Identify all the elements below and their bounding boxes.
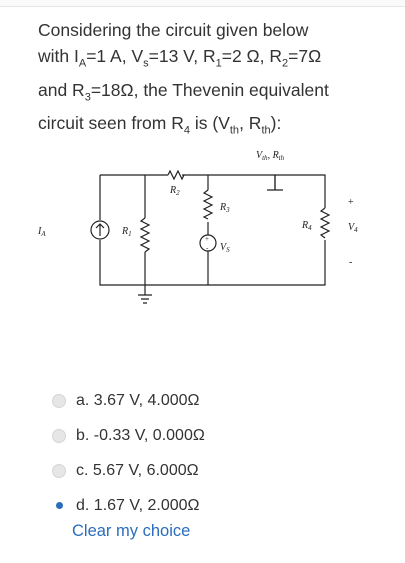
- q-l2-sub-s: s: [143, 57, 149, 70]
- r1-resistor: [139, 217, 151, 253]
- top-divider: [0, 0, 405, 7]
- clear-choice-link[interactable]: Clear my choice: [72, 522, 191, 540]
- v4-minus: -: [349, 257, 352, 268]
- q-l4-c: , R: [239, 113, 262, 133]
- vth-arrow: [267, 175, 283, 191]
- vs-label: VS: [220, 242, 230, 254]
- option-a[interactable]: a. 3.67 V, 4.000Ω: [50, 383, 350, 418]
- q-l3-sub-3: 3: [84, 91, 91, 103]
- left-loop: [99, 175, 210, 286]
- q-l4-a: circuit seen from R: [38, 113, 184, 133]
- r4-label: R4: [301, 220, 312, 232]
- vth-label: Vth, Rth: [256, 150, 285, 162]
- question-line-1: Considering the circuit given below: [38, 17, 373, 43]
- r4-right-wire: [210, 174, 326, 286]
- option-b[interactable]: b. -0.33 V, 0.000Ω: [50, 418, 350, 453]
- q-l3-a: and R: [38, 79, 85, 100]
- option-b-label[interactable]: b. -0.33 V, 0.000Ω: [76, 426, 205, 444]
- option-d-radio[interactable]: [52, 498, 66, 513]
- q-l2-c: =13 V, R: [148, 46, 216, 66]
- ia-source: [90, 220, 110, 240]
- q-l2-sub-a: A: [78, 57, 87, 70]
- question-text: Considering the circuit given below with…: [38, 17, 373, 144]
- q-l4-sub-4: 4: [183, 124, 190, 137]
- r1-label: R1: [121, 226, 132, 238]
- q-l4-sub-th: th: [229, 124, 240, 137]
- ia-arrow: [95, 223, 105, 236]
- q-l2-sub-2: 2: [282, 57, 289, 70]
- q-l2-b: =1 A, V: [86, 46, 144, 66]
- r2-label: R2: [169, 185, 180, 197]
- ground-symbol: [138, 294, 152, 304]
- option-c-label[interactable]: c. 5.67 V, 6.000Ω: [76, 461, 199, 479]
- option-d[interactable]: d. 1.67 V, 2.000Ω: [50, 488, 350, 523]
- option-a-label[interactable]: a. 3.67 V, 4.000Ω: [76, 391, 200, 409]
- q-l4-d: ):: [270, 113, 282, 133]
- q-l2-a: with I: [38, 46, 79, 66]
- q-l4-sub-rth: th: [261, 124, 271, 137]
- v4-label: V4: [348, 222, 358, 234]
- answer-options: a. 3.67 V, 4.000Ω b. -0.33 V, 0.000Ω c. …: [50, 383, 350, 523]
- vs-source: [199, 234, 217, 252]
- r4-resistor: [319, 207, 331, 239]
- vs-plus: +: [205, 235, 209, 243]
- v4-plus: +: [348, 197, 354, 208]
- top-wire: [100, 174, 276, 190]
- q-l2-sub-1: 1: [215, 57, 222, 70]
- q-l4-b: is (V: [190, 113, 230, 133]
- option-c[interactable]: c. 5.67 V, 6.000Ω: [50, 453, 350, 488]
- option-d-label[interactable]: d. 1.67 V, 2.000Ω: [76, 496, 200, 514]
- ia-label: IA: [37, 226, 46, 238]
- q-l3-b: =18Ω, the Thevenin equivalent: [90, 79, 329, 100]
- question-line1-text: Considering the circuit given below: [38, 20, 309, 40]
- option-c-radio[interactable]: [52, 463, 66, 478]
- circuit-diagram: Vth, Rth IA R1 R2 R3 VS R4 V4 + - + -: [37, 150, 358, 304]
- r3-resistor: [202, 189, 214, 220]
- option-a-radio[interactable]: [52, 393, 66, 408]
- option-b-radio[interactable]: [52, 428, 66, 443]
- q-l2-e: =7Ω: [288, 46, 322, 66]
- question-line-4: circuit seen from R4 is (Vth, Rth):: [38, 110, 373, 144]
- question-line-2: with IA=1 A, Vs=13 V, R1=2 Ω, R2=7Ω: [38, 43, 373, 77]
- question-line-3: and R3=18Ω, the Thevenin equivalent: [38, 77, 373, 111]
- r3-label: R3: [219, 202, 230, 214]
- r2-resistor: [167, 169, 185, 181]
- q-l2-d: =2 Ω, R: [221, 46, 282, 66]
- vs-minus: -: [206, 244, 209, 252]
